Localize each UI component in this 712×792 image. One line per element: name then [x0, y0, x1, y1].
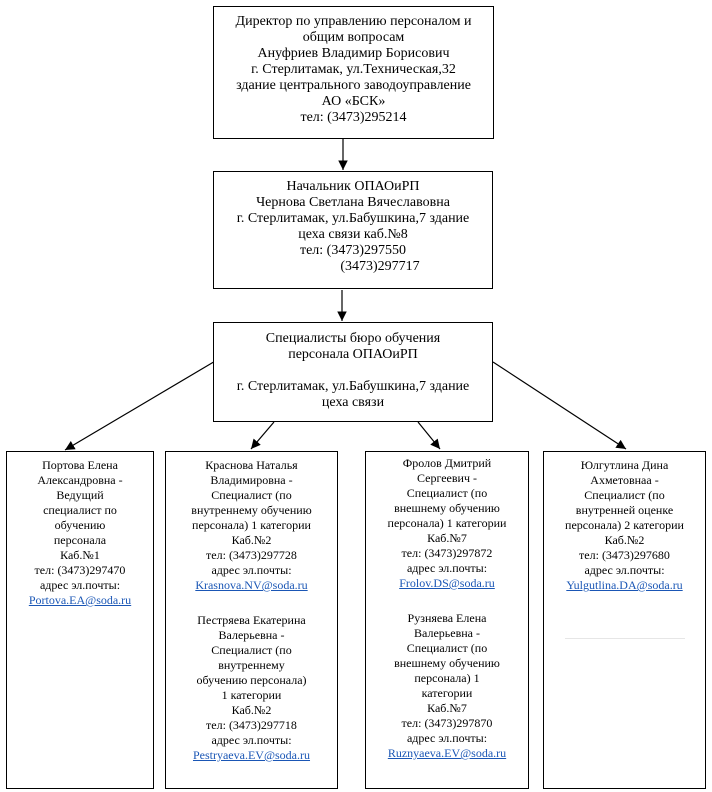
email-link-krasnova[interactable]: Krasnova.NV@soda.ru: [195, 578, 308, 592]
director-line: тел: (3473)295214: [300, 110, 407, 125]
staff-line: Специалист (по: [211, 643, 292, 657]
staff-line: Александровна -: [37, 473, 123, 487]
staff-line: персонала) 1 категории: [192, 518, 311, 532]
director-line: здание центрального заводоуправление: [236, 78, 471, 93]
bureau-line: [214, 363, 492, 379]
director-line: Директор по управлению персоналом и: [235, 14, 472, 29]
staff-line: адрес эл.почты:: [406, 561, 488, 575]
staff-line: персонала) 1 категории: [387, 516, 507, 530]
staff-line: Юлгутлина Дина: [580, 458, 669, 472]
staff-line: специалист по: [43, 503, 117, 517]
staff-line: Каб.№1: [60, 548, 100, 562]
staff-line: Каб.№2: [604, 533, 645, 547]
staff-line: адрес эл.почты:: [584, 563, 665, 577]
staff-line: персонала: [53, 533, 107, 547]
staff-line: внутреннему: [218, 658, 285, 672]
email-link-yulgutlina[interactable]: Yulgutlina.DA@soda.ru: [566, 578, 683, 592]
staff-card-krasnova-pestryaeva: Краснова Наталья Владимировна - Специали…: [165, 451, 338, 789]
staff-line: внешнему обучению: [394, 501, 500, 515]
staff-line: внутренней оценке: [575, 503, 674, 517]
staff-card-yulgutlina: Юлгутлина Дина Ахметовнаа - Специалист (…: [543, 451, 706, 789]
email-link-frolov[interactable]: Frolov.DS@soda.ru: [399, 576, 495, 590]
head-line: Чернова Светлана Вячеславовна: [256, 195, 450, 210]
staff-line: тел: (3473)297718: [206, 718, 297, 732]
staff-line: обучению персонала): [196, 673, 307, 687]
head-line: (3473)297717: [340, 259, 420, 274]
staff-line: внутреннему обучению: [191, 503, 312, 517]
bureau-line: Специалисты бюро обучения: [265, 331, 441, 346]
staff-line: Специалист (по: [406, 641, 488, 655]
email-link-ruznyaeva[interactable]: Ruznyaeva.EV@soda.ru: [387, 746, 507, 760]
arrow-bureau-to-yulgutlina: [492, 361, 627, 450]
staff-line: категории: [421, 686, 473, 700]
director-line: г. Стерлитамак, ул.Техническая,32: [251, 62, 456, 77]
staff-line: Ахметовнаа -: [590, 473, 659, 487]
staff-line: Пестряева Екатерина: [197, 613, 306, 627]
bureau-line: цеха связи: [321, 395, 385, 410]
staff-line: Каб.№2: [231, 533, 272, 547]
staff-line: Каб.№2: [231, 703, 272, 717]
staff-line: Ведущий: [56, 488, 104, 502]
staff-line: Валерьевна -: [218, 628, 285, 642]
staff-line: адрес эл.почты:: [211, 733, 292, 747]
staff-line: Владимировна -: [210, 473, 293, 487]
arrow-bureau-to-frolov: [417, 421, 441, 450]
staff-line: Специалист (по: [406, 486, 488, 500]
bureau-box: Специалисты бюро обучения персонала ОПАО…: [213, 322, 493, 422]
head-line: Начальник ОПАОиРП: [286, 179, 420, 194]
head-line: тел: (3473)297550: [299, 243, 407, 258]
staff-line: персонала) 2 категории: [565, 518, 684, 532]
director-line: АО «БСК»: [321, 94, 386, 109]
director-line: Ануфриев Владимир Борисович: [257, 46, 450, 61]
bureau-line: г. Стерлитамак, ул.Бабушкина,7 здание: [236, 379, 470, 394]
staff-card-portova: Портова Елена Александровна - Ведущий сп…: [6, 451, 154, 789]
staff-card-frolov-ruznyaeva: Фролов Дмитрий Сергеевич - Специалист (п…: [365, 451, 529, 789]
staff-line: адрес эл.почты:: [39, 578, 121, 592]
head-line: цеха связи каб.№8: [298, 227, 408, 242]
bureau-line: персонала ОПАОиРП: [288, 347, 418, 362]
staff-line: Специалист (по: [584, 488, 665, 502]
staff-line: тел: (3473)297872: [401, 546, 493, 560]
staff-line: Сергеевич -: [416, 471, 477, 485]
head-line: г. Стерлитамак, ул.Бабушкина,7 здание: [236, 211, 470, 226]
arrow-bureau-to-krasnova: [250, 421, 275, 450]
staff-line: тел: (3473)297470: [34, 563, 126, 577]
staff-line: Специалист (по: [211, 488, 292, 502]
email-link-pestryaeva[interactable]: Pestryaeva.EV@soda.ru: [192, 748, 311, 762]
staff-line: обучению: [54, 518, 106, 532]
staff-line: тел: (3473)297728: [206, 548, 297, 562]
arrow-bureau-to-portova: [64, 359, 218, 451]
staff-line: тел: (3473)297870: [401, 716, 493, 730]
staff-line: Каб.№7: [427, 701, 467, 715]
director-box: Директор по управлению персоналом и общи…: [213, 6, 494, 139]
staff-line: адрес эл.почты:: [406, 731, 488, 745]
staff-line: персонала) 1: [414, 671, 480, 685]
staff-line: Краснова Наталья: [205, 458, 298, 472]
staff-line: Портова Елена: [42, 458, 118, 472]
staff-line: 1 категории: [221, 688, 282, 702]
director-line: общим вопросам: [302, 30, 405, 45]
staff-line: Валерьевна -: [414, 626, 480, 640]
divider: [564, 638, 685, 639]
email-link-portova[interactable]: Portova.EA@soda.ru: [28, 593, 132, 607]
staff-line: тел: (3473)297680: [579, 548, 670, 562]
staff-line: Рузняева Елена: [407, 611, 487, 625]
head-box: Начальник ОПАОиРП Чернова Светлана Вячес…: [213, 171, 493, 289]
staff-line: Фролов Дмитрий: [402, 456, 492, 470]
staff-line: адрес эл.почты:: [211, 563, 292, 577]
staff-line: внешнему обучению: [394, 656, 500, 670]
staff-line: Каб.№7: [427, 531, 467, 545]
